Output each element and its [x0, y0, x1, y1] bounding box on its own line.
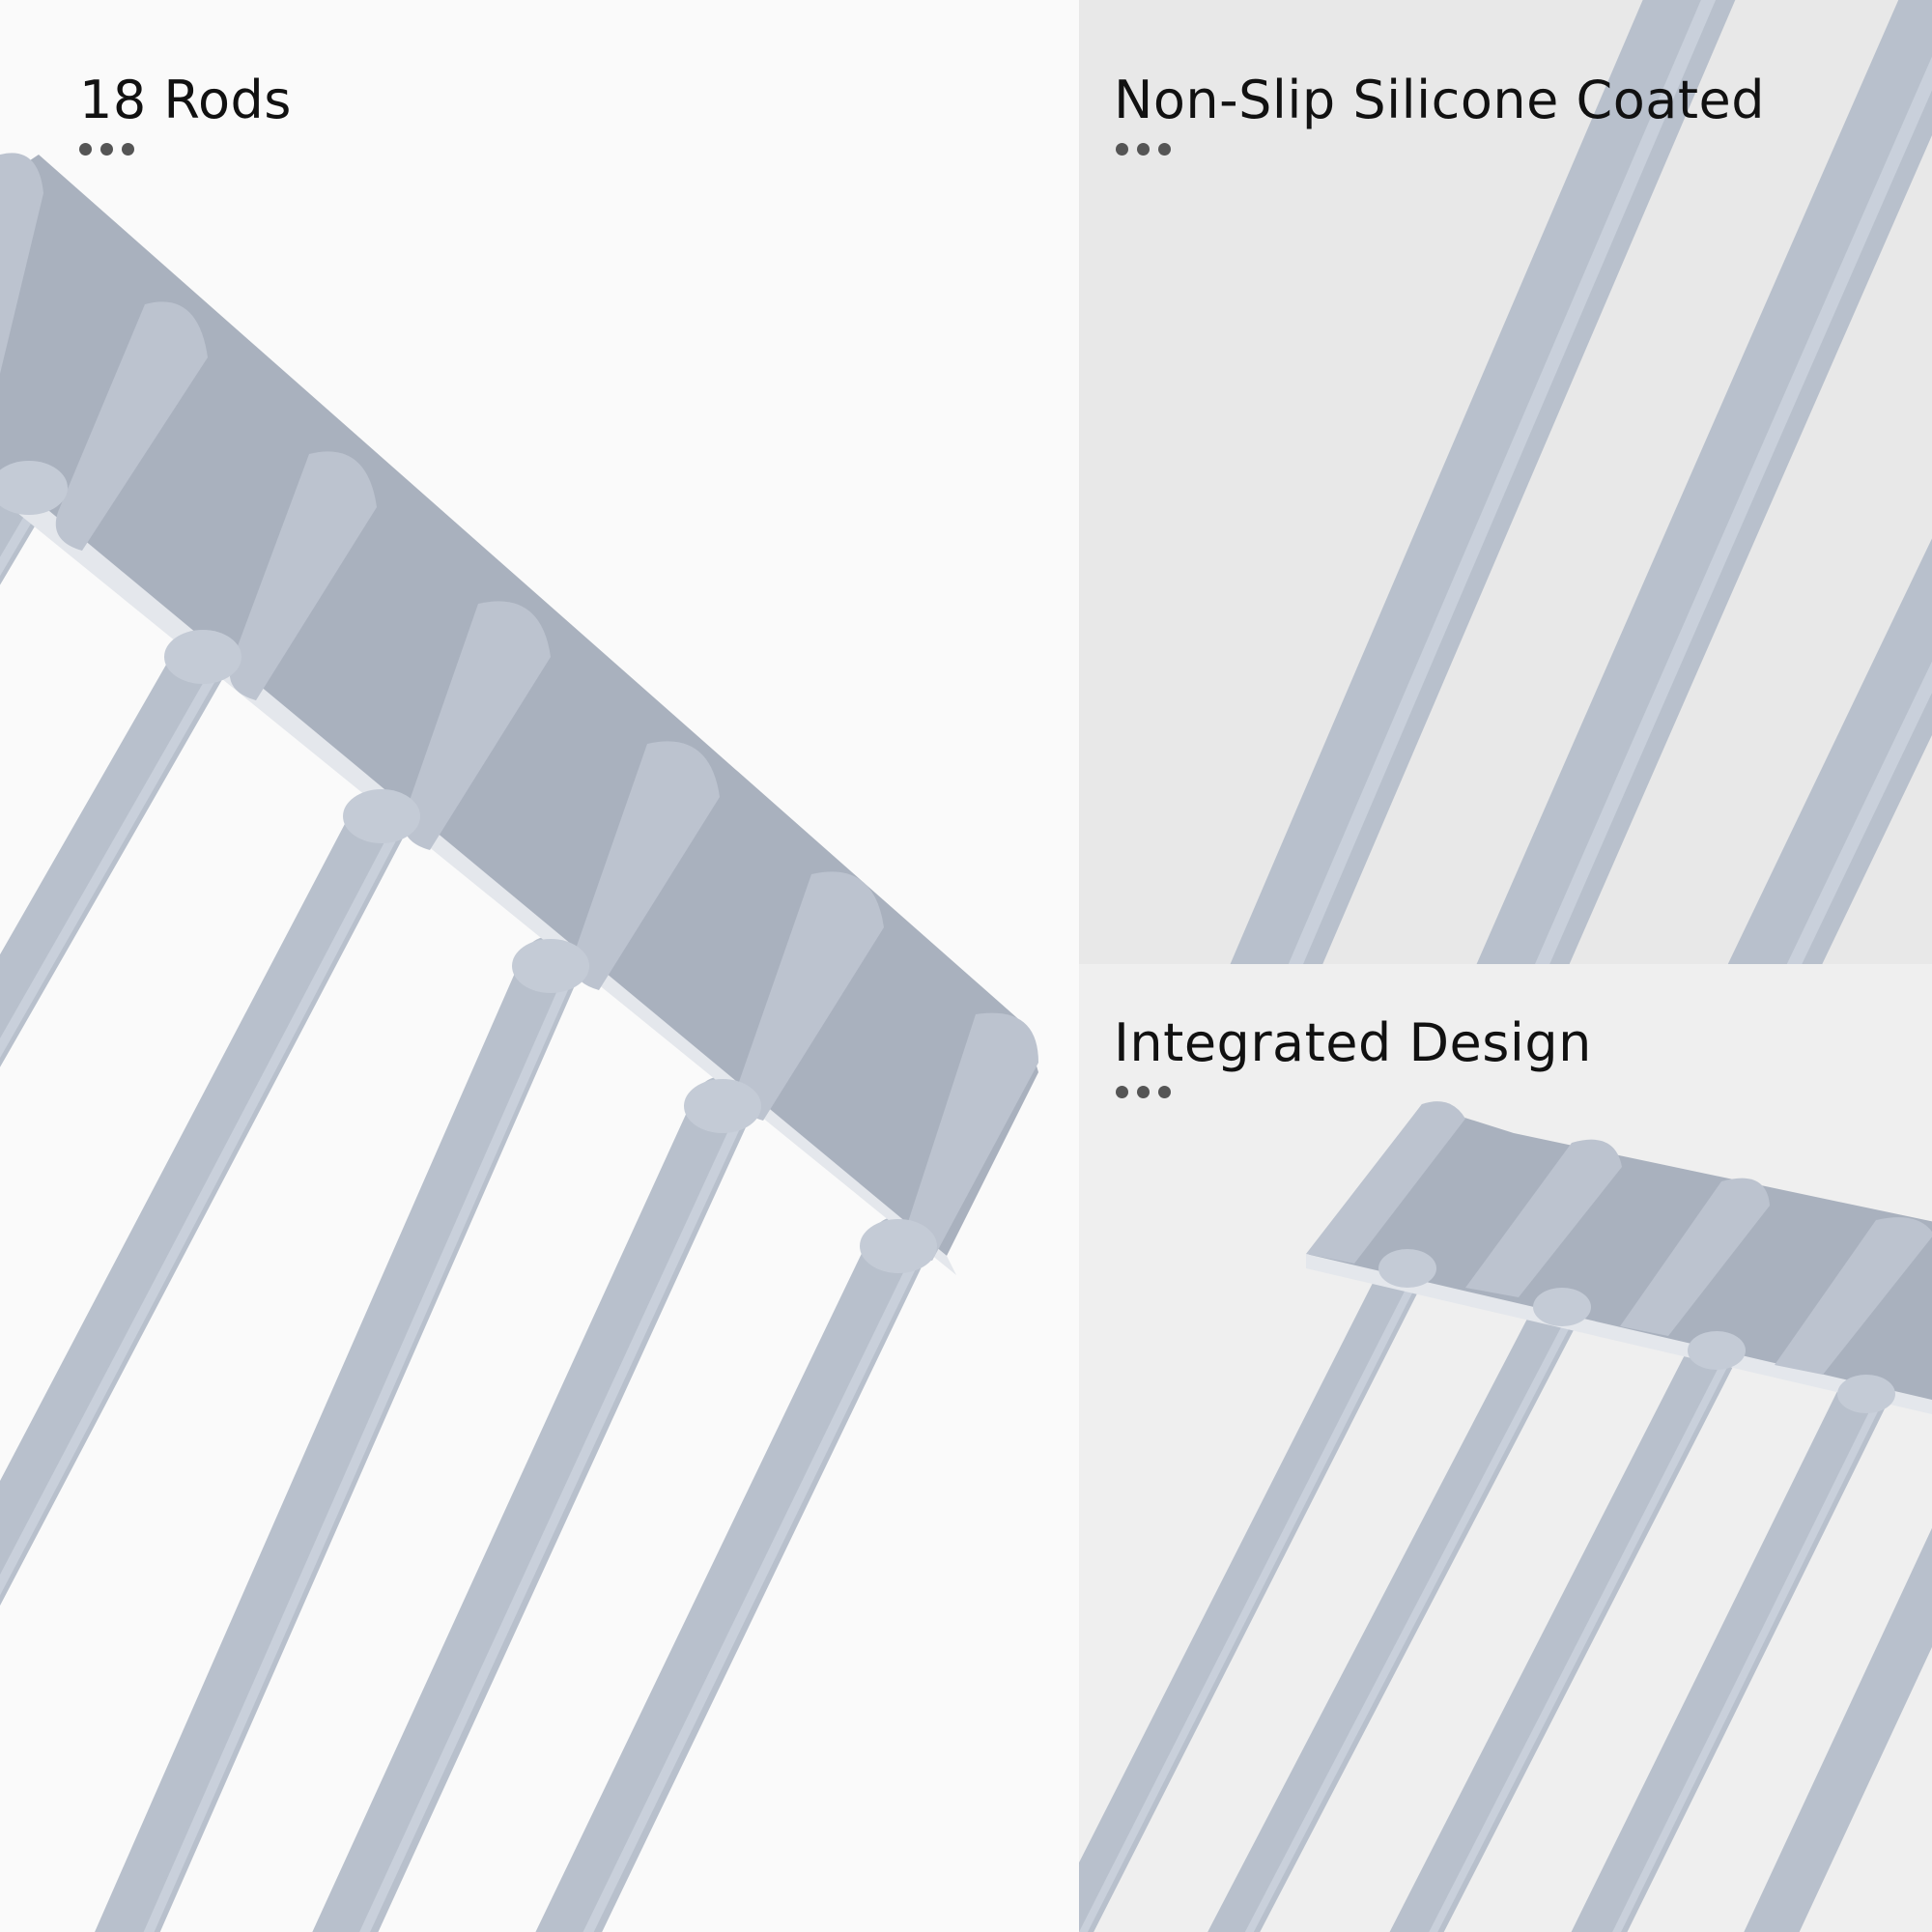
- three-dots-icon: [1116, 143, 1171, 156]
- caption-non-slip: Non-Slip Silicone Coated: [1114, 70, 1766, 130]
- caption-integrated-design: Integrated Design: [1114, 1012, 1592, 1073]
- hinge-strip-left: [0, 153, 1038, 1275]
- hinge-strip-right: [1306, 1101, 1932, 1415]
- panel-integrated-design: Integrated Design: [1079, 964, 1932, 1932]
- three-dots-icon: [79, 143, 134, 156]
- rods-closeup-illustration: [1230, 0, 1932, 964]
- rack-angle-illustration: [1079, 1101, 1932, 1932]
- panel-non-slip: Non-Slip Silicone Coated: [1079, 0, 1932, 964]
- panel-18-rods: 18 Rods: [0, 70, 1038, 1932]
- three-dots-icon: [1116, 1086, 1171, 1098]
- caption-18-rods: 18 Rods: [79, 70, 292, 130]
- rods-left: [0, 456, 928, 1932]
- rack-left-illustration: [0, 153, 1038, 1932]
